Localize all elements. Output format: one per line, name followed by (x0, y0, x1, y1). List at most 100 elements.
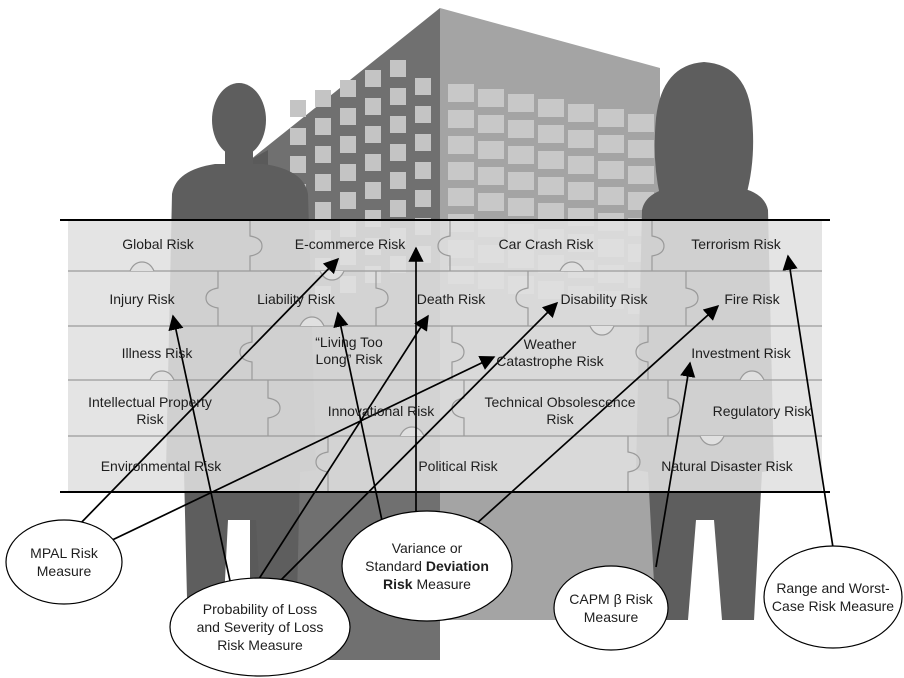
risk-weather-catastrophe: Weather Catastrophe Risk (496, 336, 603, 370)
building-window (415, 106, 431, 123)
measure-capm-line1: CAPM β Risk (569, 591, 653, 607)
building-window (315, 202, 331, 219)
building-window (340, 192, 356, 209)
risk-political: Political Risk (418, 458, 498, 474)
measure-mpal-line1: MPAL Risk (30, 545, 98, 561)
building-window (478, 167, 504, 185)
arrow-mpal-weather (107, 356, 496, 543)
measure-var-measure: Measure (412, 576, 471, 592)
risk-technical-line2: Risk (546, 411, 574, 427)
measure-var-risk: Risk (383, 576, 413, 592)
building-window (315, 146, 331, 163)
arrow-capm-investment (655, 361, 696, 568)
building-window (340, 108, 356, 125)
measure-variance-std-deviation: Variance or Standard Deviation Risk Meas… (365, 539, 489, 593)
risk-death: Death Risk (416, 291, 486, 307)
building-window (508, 120, 534, 138)
risk-disability: Disability Risk (560, 291, 648, 307)
building-window (290, 128, 306, 145)
building-window (415, 78, 431, 95)
building-window (508, 146, 534, 164)
risk-illness: Illness Risk (121, 345, 193, 361)
building-window (628, 166, 654, 184)
building-window (478, 193, 504, 211)
building-window (628, 140, 654, 158)
building-window (598, 109, 624, 127)
building-window (448, 162, 474, 180)
building-window (568, 130, 594, 148)
risk-living-line2: Long” Risk (315, 351, 383, 367)
arrow-var-liability (333, 311, 385, 531)
risk-injury: Injury Risk (109, 291, 175, 307)
measure-range-line2: Case Risk Measure (771, 598, 895, 614)
measure-range-worst-case: Range and Worst- Case Risk Measure (772, 579, 894, 615)
building-window (340, 164, 356, 181)
building-window (365, 98, 381, 115)
arrow-var-fire (464, 304, 720, 535)
building-window (508, 198, 534, 216)
building-window (390, 116, 406, 133)
building-window (415, 162, 431, 179)
building-window (448, 84, 474, 102)
building-window (290, 156, 306, 173)
measure-var-line2: Standard Deviation (365, 557, 489, 575)
building-window (508, 94, 534, 112)
risk-intellectual-line2: Risk (136, 411, 164, 427)
building-window (365, 70, 381, 87)
building-window (365, 154, 381, 171)
risk-car-crash: Car Crash Risk (498, 236, 594, 252)
arrow-prob-injury (168, 314, 233, 591)
building-window (538, 177, 564, 195)
risk-liability: Liability Risk (257, 291, 335, 307)
building-window (508, 172, 534, 190)
risk-global: Global Risk (122, 236, 194, 252)
building-window (390, 200, 406, 217)
risk-regulatory: Regulatory Risk (712, 403, 812, 419)
measure-ellipses (5, 510, 903, 677)
risk-environmental: Environmental Risk (100, 458, 222, 474)
building-window (598, 187, 624, 205)
arrow-mpal-ecommerce (75, 257, 340, 529)
building-window (568, 104, 594, 122)
building-window (448, 188, 474, 206)
building-window (568, 156, 594, 174)
risk-innovational: Innovational Risk (327, 403, 435, 419)
measure-capm-beta: CAPM β Risk Measure (569, 590, 653, 626)
building-window (478, 141, 504, 159)
risk-weather-line1: Weather (523, 336, 577, 352)
risk-intellectual-line1: Intellectual Property (88, 394, 212, 410)
risk-technical-obsolescence: Technical Obsolescence Risk (485, 394, 636, 428)
measure-probability-severity: Probability of Loss and Severity of Loss… (197, 600, 324, 654)
building-window (390, 88, 406, 105)
puzzle-wall (60, 219, 830, 493)
building-window (390, 172, 406, 189)
building-window (365, 126, 381, 143)
risk-weather-line2: Catastrophe Risk (496, 353, 604, 369)
building-window (415, 190, 431, 207)
risk-intellectual-property: Intellectual Property Risk (88, 394, 212, 428)
building-window (315, 90, 331, 107)
measure-var-deviation: Deviation (425, 558, 489, 574)
measure-var-line3: Risk Measure (365, 575, 489, 593)
building-window (538, 151, 564, 169)
measure-capm-line2: Measure (583, 609, 639, 625)
building-window (390, 60, 406, 77)
risk-fire: Fire Risk (724, 291, 780, 307)
building-window (290, 100, 306, 117)
building-window (448, 136, 474, 154)
building-window (315, 174, 331, 191)
building-window (340, 80, 356, 97)
measure-prob-line1: Probability of Loss (202, 601, 318, 617)
measure-var-standard: Standard (365, 558, 426, 574)
arrows (75, 246, 835, 591)
risk-terrorism: Terrorism Risk (691, 236, 781, 252)
arrow-range-terrorism (782, 254, 835, 555)
measure-mpal-line2: Measure (36, 563, 92, 579)
building-window (538, 99, 564, 117)
measure-range-line1: Range and Worst- (776, 580, 890, 596)
risk-natural-disaster: Natural Disaster Risk (661, 458, 793, 474)
building-window (390, 144, 406, 161)
building-window (538, 125, 564, 143)
